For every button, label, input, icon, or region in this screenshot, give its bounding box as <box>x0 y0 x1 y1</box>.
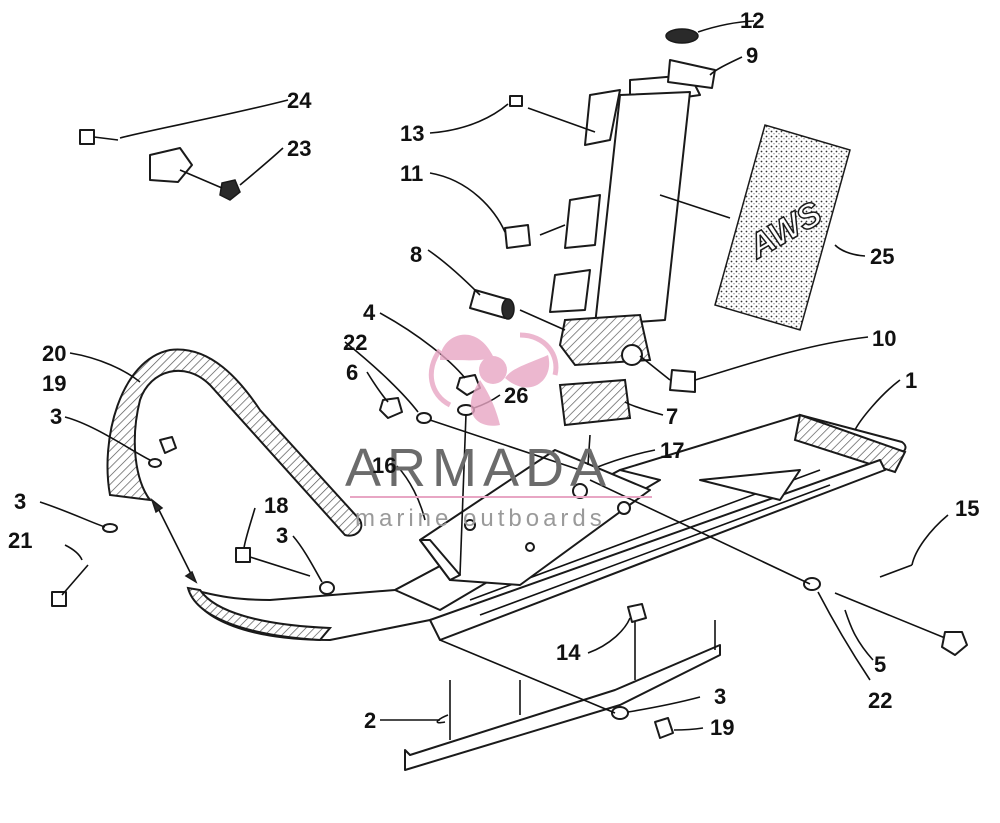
propeller-icon <box>428 332 559 426</box>
damper-block-part-7 <box>558 378 632 427</box>
washer-part-22-upper <box>416 412 432 424</box>
callout-5: 5 <box>874 652 886 677</box>
bolt-part-18 <box>235 547 311 577</box>
callout-3-left: 3 <box>14 489 26 514</box>
decal-part-25: AWS <box>714 124 851 331</box>
bolt-part-5 <box>834 592 968 656</box>
callout-9: 9 <box>746 43 758 68</box>
callout-22-lower: 22 <box>868 688 892 713</box>
callout-3-middle: 3 <box>276 523 288 548</box>
washer-part-22-lower <box>803 577 821 591</box>
callout-3-lower: 3 <box>714 684 726 709</box>
nut-part-19-left <box>159 436 177 454</box>
callout-10: 10 <box>872 326 896 351</box>
callout-15: 15 <box>955 496 979 521</box>
callout-1: 1 <box>905 368 917 393</box>
callout-18: 18 <box>264 493 288 518</box>
nut-part-19-lower <box>654 717 674 739</box>
callout-21: 21 <box>8 528 32 553</box>
callout-6: 6 <box>346 360 358 385</box>
watermark-tagline: marine outboards <box>355 505 606 532</box>
bolt-part-24 <box>79 129 119 145</box>
callout-17: 17 <box>660 438 684 463</box>
callout-19-lower: 19 <box>710 715 734 740</box>
nut-part-6 <box>379 397 403 419</box>
washer-part-3-middle <box>319 581 335 595</box>
washer-part-3-left <box>102 523 118 533</box>
watermark: ARMADA marine outboards <box>345 332 652 532</box>
callout-25: 25 <box>870 244 894 269</box>
callout-11: 11 <box>400 161 423 186</box>
cotter-pin-part-15 <box>879 564 913 578</box>
bolt-part-21 <box>51 564 89 607</box>
callout-22-upper: 22 <box>343 330 367 355</box>
bushing-part-8 <box>469 289 515 320</box>
callout-19-left: 19 <box>42 371 66 396</box>
callout-20: 20 <box>42 341 66 366</box>
washer-part-3-lower <box>611 706 629 720</box>
callout-13: 13 <box>400 121 424 146</box>
callout-16: 16 <box>372 453 396 478</box>
spindle-part-9 <box>549 59 716 367</box>
assembly-arrow <box>150 497 198 584</box>
callout-8: 8 <box>410 242 422 267</box>
callout-leaders <box>39 20 949 731</box>
callout-labels: 1 2 3 3 3 3 4 5 6 7 8 9 10 11 12 13 14 1… <box>8 8 979 740</box>
callout-2: 2 <box>364 708 376 733</box>
callout-7: 7 <box>666 404 678 429</box>
nut-part-23 <box>219 179 241 201</box>
callout-12: 12 <box>740 8 764 33</box>
wear-rod-part-2 <box>404 610 721 771</box>
callout-23: 23 <box>287 136 311 161</box>
callout-4: 4 <box>363 300 376 325</box>
callout-3-upper-left: 3 <box>50 404 62 429</box>
ski-loop-part-20 <box>106 348 363 537</box>
nut-part-4 <box>456 374 481 396</box>
grease-fitting-part-13 <box>509 95 523 107</box>
spindle-mount-plate <box>419 449 651 586</box>
callout-14: 14 <box>556 640 581 665</box>
cap-part-12 <box>665 28 699 44</box>
bumper-part-24-assembly <box>149 147 193 183</box>
bushing-part-10 <box>669 369 696 393</box>
watermark-brand: ARMADA <box>345 438 612 498</box>
assembly-lines <box>179 107 811 714</box>
washer-part-3-upper <box>148 458 162 468</box>
bushing-part-11 <box>504 224 531 249</box>
spacer-part-14 <box>627 603 647 623</box>
callout-24: 24 <box>287 88 312 113</box>
callout-26: 26 <box>504 383 528 408</box>
